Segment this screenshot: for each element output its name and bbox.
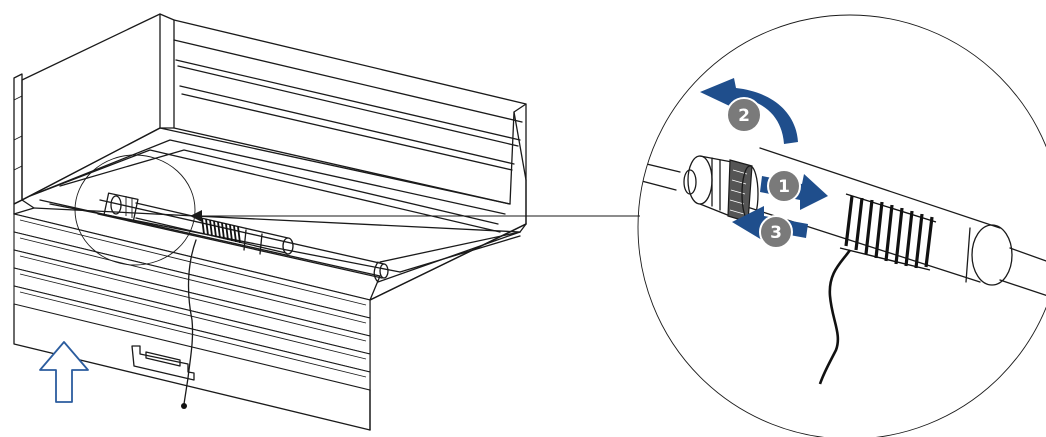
zoom-circle-large <box>637 14 1046 437</box>
motor-cable <box>818 249 852 385</box>
motor-head <box>683 155 759 223</box>
shutter-box <box>13 13 640 431</box>
spring-coils-small <box>201 217 241 244</box>
leader-arrowhead <box>190 210 202 222</box>
pull-cord <box>183 239 197 405</box>
tube-in-box <box>97 192 389 279</box>
bracket-icon <box>131 345 195 381</box>
step-2: 2 <box>700 78 798 144</box>
detail-view: 1 3 2 <box>637 14 1046 437</box>
cord-end <box>181 403 187 409</box>
step-3: 3 <box>732 206 808 249</box>
zoom-circle-small <box>74 154 196 266</box>
step-1: 1 <box>760 169 828 210</box>
step-1-label: 1 <box>778 177 790 197</box>
up-arrow-icon <box>39 341 89 403</box>
step-2-label: 2 <box>738 106 750 126</box>
step-3-label: 3 <box>770 223 782 243</box>
rotate-arrow-icon <box>700 78 798 144</box>
spring-coils-large <box>839 193 937 271</box>
